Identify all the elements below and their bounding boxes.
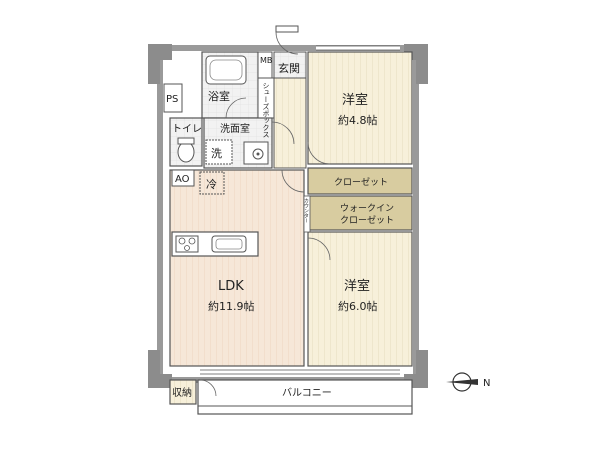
entrance-floor [273, 51, 307, 79]
toilet-bowl [177, 141, 195, 163]
balcony [197, 379, 413, 415]
closet-floor [307, 167, 413, 195]
washroom-door-arc [271, 121, 295, 145]
western-room-2-size: 約6.0帖 [338, 299, 378, 313]
kitchen-sink [211, 235, 247, 253]
sink-icon [252, 148, 264, 160]
western-room-2-floor [307, 231, 413, 367]
column-bottom-right [404, 350, 428, 388]
closet-label: クローゼット [334, 176, 388, 188]
washer-label: 洗 [211, 147, 222, 160]
fridge-space [199, 171, 225, 195]
bathroom-door-arc [225, 97, 247, 119]
washroom-label: 洗面室 [220, 122, 250, 135]
ps-shaft [163, 83, 183, 113]
western-room-1-floor [307, 51, 413, 165]
entrance-label: 玄関 [278, 61, 300, 75]
ao-label: AO [175, 174, 190, 185]
room1-door-arc [307, 141, 331, 165]
counter-label: カウンター [303, 198, 309, 223]
balcony-label: バルコニー [282, 387, 332, 399]
walk-in-closet-label-1: ウォークイン [340, 203, 394, 214]
front-door [275, 25, 299, 33]
ps-label: PS [166, 94, 178, 105]
ldk-name: LDK [218, 279, 244, 294]
western-room-1-name: 洋室 [342, 92, 368, 108]
compass: N [446, 372, 490, 392]
balcony-door-arc [199, 379, 217, 397]
washer-space [205, 139, 233, 165]
compass-label: N [483, 378, 490, 389]
bathroom-label: 浴室 [208, 89, 230, 103]
ldk-floor [169, 169, 305, 367]
ao-box [171, 169, 195, 187]
room2-door-arc [307, 237, 331, 261]
walk-in-closet-label-2: クローゼット [340, 214, 394, 226]
walk-in-closet-floor [307, 195, 413, 231]
ldk-size: 約11.9帖 [208, 299, 255, 313]
toilet-label: トイレ [172, 124, 202, 135]
bathtub [205, 55, 247, 85]
western-room-1-size: 約4.8帖 [338, 113, 378, 127]
ldk-door-arc [281, 169, 305, 193]
western-room-2-name: 洋室 [344, 278, 370, 294]
stove-icon [175, 235, 199, 253]
mb-label: MB [260, 56, 272, 65]
counter-strip [303, 195, 311, 233]
column-top-left [148, 44, 172, 84]
shoe-box-label: シューズボックス [262, 82, 270, 138]
storage-label: 収納 [172, 386, 192, 399]
column-bottom-left [148, 350, 172, 388]
vanity [243, 141, 269, 165]
fridge-label: 冷 [206, 178, 217, 191]
storage-floor [169, 379, 197, 405]
